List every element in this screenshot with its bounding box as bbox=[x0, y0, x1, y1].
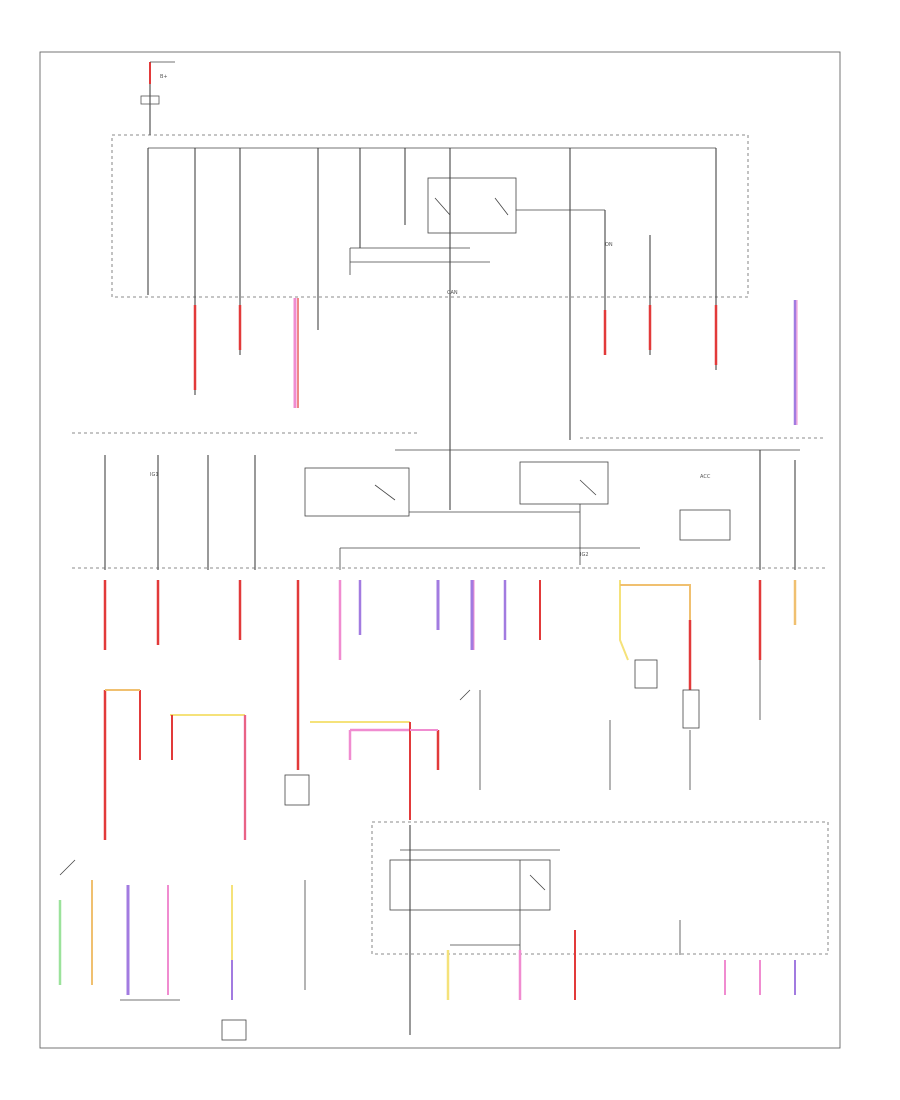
frag-ig1: IG1 bbox=[150, 472, 159, 478]
top-fuse-drops bbox=[147, 148, 717, 510]
battery-feed bbox=[140, 61, 175, 135]
bottom-relay bbox=[389, 849, 560, 980]
middle-module-box bbox=[679, 509, 731, 541]
bottom-left-modules bbox=[58, 859, 306, 1041]
frag-acc: ACC bbox=[700, 474, 711, 480]
diagram-frame bbox=[39, 51, 841, 1049]
frag-bplus: B+ bbox=[160, 74, 168, 80]
frag-ig2: IG2 bbox=[580, 552, 589, 558]
bottom-fuse-box bbox=[371, 821, 829, 955]
middle-relay-right bbox=[519, 461, 609, 565]
top-fuse-box bbox=[111, 134, 749, 298]
middle-relay-left bbox=[304, 467, 580, 517]
lower-switches bbox=[284, 689, 691, 806]
frag-on: ON bbox=[605, 242, 613, 248]
middle-drops bbox=[104, 450, 796, 570]
top-relay bbox=[349, 177, 605, 275]
frag-can: CAN bbox=[447, 290, 458, 296]
